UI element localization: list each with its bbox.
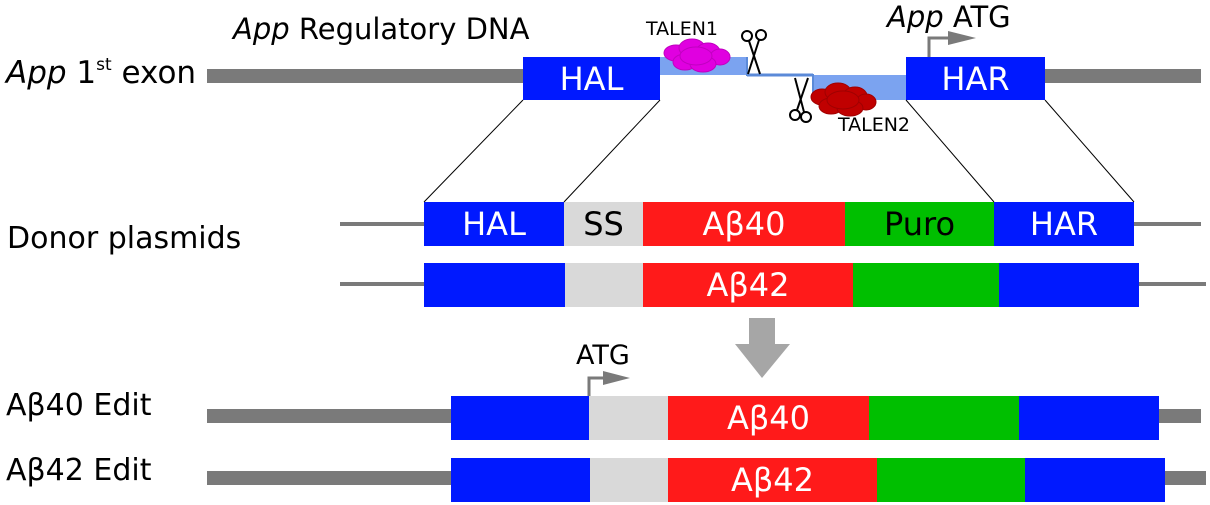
- talen2-label: TALEN2: [838, 114, 911, 136]
- edit1-backbone-left: [207, 409, 453, 423]
- regulatory-dna-label: App Regulatory DNA: [233, 12, 530, 46]
- edit1-puro: [869, 396, 1019, 440]
- connector-har-right: [1044, 99, 1135, 203]
- exon-label: App 1st exon: [6, 54, 197, 91]
- edit1-hal: [451, 396, 589, 440]
- edit2-abeta42: Aβ42: [668, 458, 877, 502]
- edit2-ss: [590, 458, 668, 502]
- scissors-2-icon: [789, 77, 812, 123]
- abeta40-edit-label: Aβ40 Edit: [6, 388, 152, 423]
- talen1-label: TALEN1: [646, 18, 719, 40]
- atg-label: ATG: [576, 340, 630, 371]
- edit1-har: [1019, 396, 1159, 440]
- donor2-har: [999, 263, 1139, 307]
- scissors-1-icon: [741, 29, 767, 75]
- top-har-block: HAR: [906, 57, 1045, 100]
- donor1-ss: SS: [564, 202, 643, 246]
- donor-plasmids-label: Donor plasmids: [7, 221, 242, 256]
- donor2-abeta42: Aβ42: [643, 263, 853, 307]
- genomic-backbone-right: [1043, 69, 1201, 83]
- donor1-backbone-left: [340, 222, 426, 226]
- app-atg-arrow: [927, 36, 950, 57]
- connector-hal-left: [423, 99, 524, 203]
- edit-atg-arrowhead: [603, 371, 630, 385]
- connector-hal-right: [563, 99, 661, 203]
- down-arrow-icon: [735, 318, 790, 378]
- donor2-puro: [853, 263, 999, 307]
- app-atg-arrowhead: [948, 31, 976, 45]
- donor2-backbone-right: [1138, 282, 1206, 286]
- connector-har-left: [905, 99, 995, 203]
- edit2-har: [1025, 458, 1165, 502]
- app-atg-label: App ATG: [887, 0, 1011, 34]
- edit-atg-arrow: [587, 376, 605, 396]
- edit2-backbone-left: [207, 471, 453, 485]
- genomic-backbone-left: [207, 69, 525, 83]
- talen2-protein-icon: [810, 82, 877, 117]
- edit1-ss: [589, 396, 668, 440]
- donor1-backbone-right: [1133, 222, 1201, 226]
- edit1-abeta40: Aβ40: [668, 396, 869, 440]
- edit1-backbone-right: [1157, 409, 1201, 423]
- edit2-puro: [877, 458, 1025, 502]
- edit2-hal: [451, 458, 590, 502]
- edit2-backbone-right: [1163, 471, 1206, 485]
- talen1-protein-icon: [663, 38, 731, 73]
- donor1-puro: Puro: [845, 202, 994, 246]
- donor1-abeta40: Aβ40: [643, 202, 845, 246]
- top-hal-block: HAL: [523, 57, 660, 100]
- donor1-har: HAR: [994, 202, 1134, 246]
- donor1-hal: HAL: [424, 202, 564, 246]
- abeta42-edit-label: Aβ42 Edit: [6, 453, 152, 488]
- donor2-hal: [424, 263, 565, 307]
- donor2-backbone-left: [340, 282, 426, 286]
- donor2-ss: [565, 263, 643, 307]
